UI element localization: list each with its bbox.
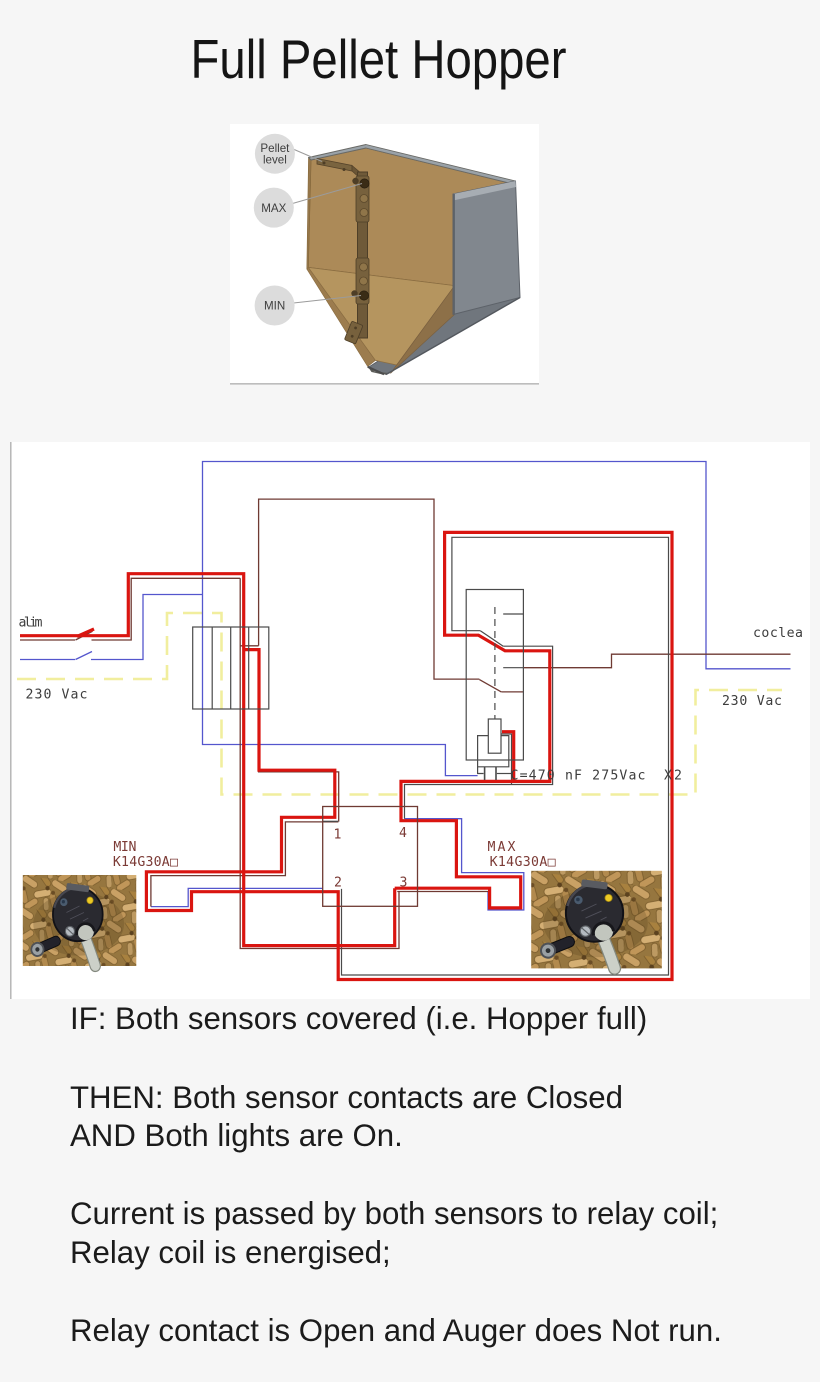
min-sensor-photo <box>23 875 136 966</box>
label-coclea: coclea <box>753 626 803 641</box>
label-max-model: K14G30A□ <box>490 855 556 870</box>
hopper-sensor-rail <box>316 158 370 345</box>
sensor-connector: 1 4 2 3 <box>322 805 419 907</box>
caption-current-line1: Current is passed by both sensors to rel… <box>70 1195 719 1231</box>
callout-pellet-level <box>254 133 295 174</box>
schematic-labels: alim 230 Vac coclea 230 Vac C=470 nF 275… <box>19 616 804 870</box>
wires-gray <box>322 536 670 976</box>
connector-pin-2: 2 <box>334 875 342 890</box>
caption-then-line2: AND Both lights are On. <box>70 1117 403 1153</box>
mains-zone-dashes <box>17 611 782 796</box>
caption-then-line1: THEN: Both sensor contacts are Closed <box>70 1079 623 1115</box>
label-min-name: MIN <box>113 840 136 855</box>
neutral-wires-blue <box>20 460 791 911</box>
callout-pellet-level-label1: Pellet <box>260 142 290 155</box>
label-alim: alim <box>19 616 43 631</box>
callout-min-label: MIN <box>264 300 285 313</box>
capacitor <box>477 766 512 780</box>
current-path-red <box>20 530 674 982</box>
wiring-schematic: 1 4 2 3 alim 230 Vac coclea 230 Vac C=47… <box>10 442 810 999</box>
label-230vac-left: 230 Vac <box>26 688 88 703</box>
connector-pin-1: 1 <box>334 828 342 843</box>
callout-pellet-level-label2: level <box>263 154 287 167</box>
caption-relay-line: Relay contact is Open and Auger does Not… <box>70 1312 722 1348</box>
relay <box>465 588 525 768</box>
label-max-name: MAX <box>488 840 516 855</box>
page-title: Full Pellet Hopper <box>190 27 567 90</box>
caption-current-line2: Relay coil is energised; <box>70 1234 391 1270</box>
callout-max-label: MAX <box>261 202 286 215</box>
hopper-callouts: Pellet level MAX MIN <box>253 133 363 326</box>
label-capacitor: C=470 nF 275Vac <box>511 769 646 784</box>
caption-if-line: IF: Both sensors covered (i.e. Hopper fu… <box>70 1001 648 1036</box>
terminal-block <box>192 626 270 710</box>
label-230vac-right: 230 Vac <box>722 694 782 709</box>
connector-pin-4: 4 <box>399 826 407 841</box>
callout-min <box>254 285 295 326</box>
max-sensor-photo <box>531 871 662 969</box>
relay-coil <box>487 718 502 754</box>
callout-max <box>253 187 294 228</box>
connector-pin-3: 3 <box>400 875 408 890</box>
hopper-illustration: Pellet level MAX MIN <box>230 124 539 385</box>
label-min-model: K14G30A□ <box>113 855 178 870</box>
